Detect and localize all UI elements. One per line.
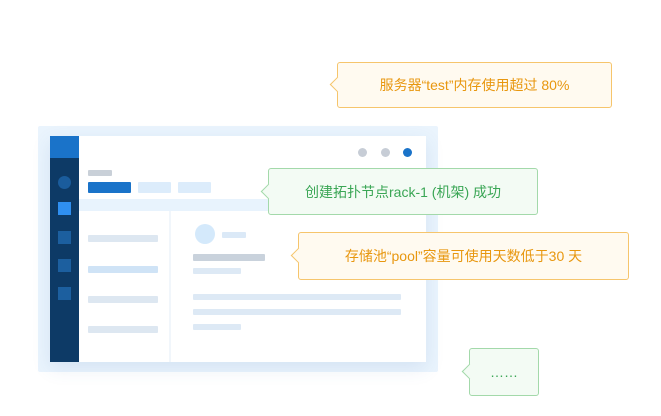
list-item[interactable] bbox=[88, 296, 158, 303]
nav-item-icon[interactable] bbox=[58, 259, 71, 272]
detail-line bbox=[193, 268, 241, 274]
window-dot-icon[interactable] bbox=[358, 148, 368, 157]
nav-item-icon[interactable] bbox=[58, 287, 71, 300]
list-item[interactable] bbox=[88, 266, 158, 273]
profile-name-placeholder bbox=[222, 232, 246, 238]
tab-active[interactable] bbox=[88, 182, 131, 193]
notification-topology-success[interactable]: 创建拓扑节点rack-1 (机架) 成功 bbox=[268, 168, 538, 215]
detail-line bbox=[193, 254, 265, 261]
tab[interactable] bbox=[138, 182, 171, 193]
notification-text: 创建拓扑节点rack-1 (机架) 成功 bbox=[305, 183, 501, 200]
notification-more[interactable]: …… bbox=[469, 348, 539, 396]
notification-text: 存储池“pool”容量可使用天数低于30 天 bbox=[344, 248, 583, 264]
window-dot-active-icon[interactable] bbox=[403, 148, 412, 157]
notification-pool-warning[interactable]: 存储池“pool”容量可使用天数低于30 天 bbox=[298, 232, 629, 280]
list-item[interactable] bbox=[88, 235, 158, 242]
detail-line bbox=[193, 309, 401, 315]
window-controls bbox=[349, 144, 412, 162]
nav-item-icon[interactable] bbox=[58, 231, 71, 244]
notification-memory-warning[interactable]: 服务器“test”内存使用超过 80% bbox=[337, 62, 612, 108]
detail-line bbox=[193, 294, 401, 300]
detail-line bbox=[193, 324, 241, 330]
divider bbox=[169, 211, 171, 362]
window-dot-icon[interactable] bbox=[380, 148, 390, 157]
app-logo bbox=[50, 136, 79, 158]
profile-avatar bbox=[195, 224, 215, 244]
nav-item-icon-active[interactable] bbox=[58, 202, 71, 215]
sidebar bbox=[50, 136, 79, 362]
notification-text: 服务器“test”内存使用超过 80% bbox=[379, 77, 570, 93]
list-item[interactable] bbox=[88, 326, 158, 333]
avatar-icon bbox=[58, 176, 71, 189]
tab[interactable] bbox=[178, 182, 211, 193]
breadcrumb-placeholder bbox=[88, 170, 112, 176]
notification-text: …… bbox=[490, 364, 518, 380]
